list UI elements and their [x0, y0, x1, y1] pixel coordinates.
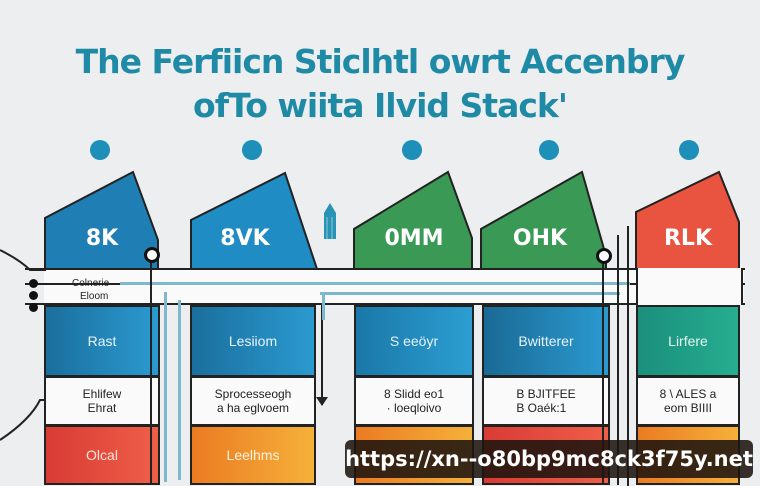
column-4-mid-block: Bwitterer [482, 305, 610, 377]
column-3-roof-label: 0MM [384, 226, 444, 251]
left-label-1: Colnerie [72, 278, 110, 289]
title-line-1: The Ferfiicn Sticlhtl owrt Accenbry [75, 42, 686, 81]
port-node-icon [29, 291, 38, 300]
flow-line [164, 292, 167, 482]
column-4-roof: OHK [480, 170, 610, 270]
port-node-icon [29, 279, 38, 288]
column-2-mid-block: Lesiiom [190, 305, 316, 377]
watermark-url: https://xn--o80bp9mc8ck3f75y.net [345, 440, 753, 478]
connector-line [321, 305, 323, 405]
title-line-2: ofTo wiita Ilvid Stack' [193, 86, 568, 125]
column-1-dot-icon [90, 140, 110, 160]
flow-line [322, 292, 325, 320]
junction-node-icon [144, 247, 160, 263]
column-2-dot-icon [242, 140, 262, 160]
column-5-spacer [636, 268, 743, 305]
port-node-icon [29, 303, 38, 312]
column-4-roof-label: OHK [512, 226, 568, 251]
connector-line [150, 255, 152, 485]
down-arrow-icon [316, 397, 328, 406]
column-4-dot-icon [539, 140, 559, 160]
connector-line [617, 235, 619, 485]
column-3-roof: 0MM [353, 170, 475, 270]
column-5-roof: RLK [635, 170, 741, 270]
column-1-roof: 8K [44, 170, 160, 270]
connector-line [627, 226, 629, 486]
flow-line [178, 300, 181, 480]
up-arrow-icon [324, 203, 336, 244]
connector-line [602, 255, 604, 485]
column-3-desc-block: 8 Slidd eo1· loeqloivo [354, 376, 474, 426]
left-label-2: Eloom [80, 291, 109, 302]
flow-line [320, 292, 620, 295]
column-1-mid-block: Rast [44, 305, 160, 377]
column-1-bottom-block: Olcal [44, 425, 160, 485]
column-5-mid-block: Lirfere [636, 305, 740, 377]
column-2-roof: 8VK [190, 170, 320, 270]
junction-node-icon [596, 248, 612, 264]
column-1-roof-label: 8K [85, 226, 119, 251]
column-5-dot-icon [679, 140, 699, 160]
column-2-roof-label: 8VK [220, 226, 270, 251]
column-2-bottom-block: Leelhms [190, 425, 316, 485]
connector-line [25, 303, 745, 305]
column-5-roof-label: RLK [663, 226, 712, 251]
column-3-mid-block: S eeöyr [354, 305, 474, 377]
flow-line [120, 282, 630, 285]
column-3-dot-icon [402, 140, 422, 160]
left-connector-curves [0, 249, 46, 441]
